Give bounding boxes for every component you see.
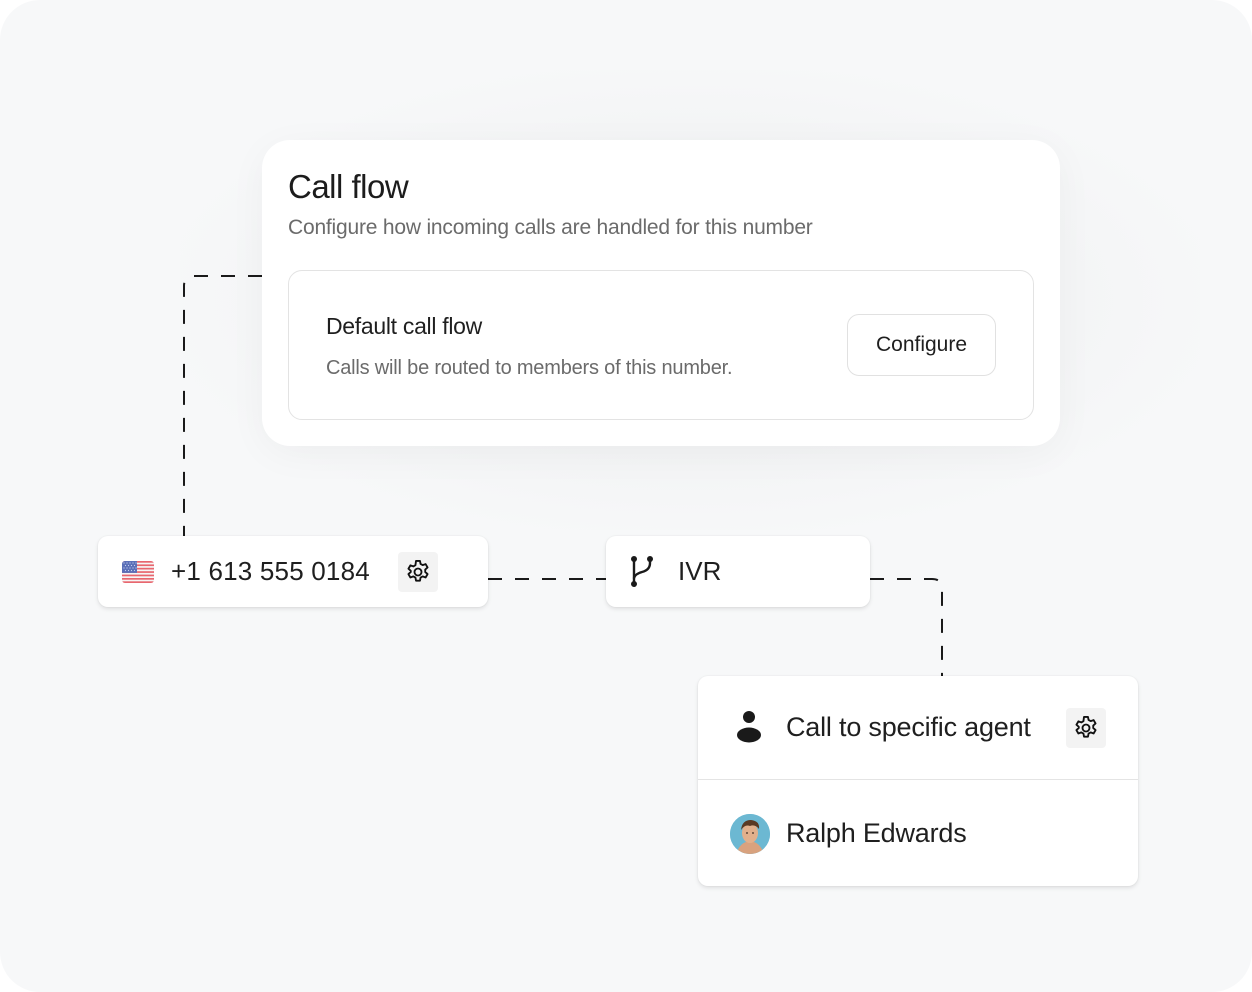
person-icon [736, 710, 762, 744]
us-flag-icon [122, 561, 154, 583]
avatar [730, 814, 770, 854]
call-flow-title: Call flow [288, 168, 409, 205]
ivr-label: IVR [678, 556, 722, 586]
default-call-flow-panel: Default call flow Calls will be routed t… [288, 270, 1034, 420]
configure-button[interactable]: Configure [847, 314, 996, 376]
branch-icon [628, 554, 658, 590]
ivr-node[interactable]: IVR [606, 536, 870, 607]
phone-settings-button[interactable] [398, 552, 438, 592]
phone-number: +1 613 555 0184 [171, 556, 370, 586]
call-flow-subtitle: Configure how incoming calls are handled… [288, 216, 813, 239]
gear-icon [407, 559, 429, 582]
agent-settings-button[interactable] [1066, 708, 1106, 748]
agent-member-name: Ralph Edwards [786, 818, 967, 848]
default-call-flow-description: Calls will be routed to members of this … [326, 357, 733, 379]
agent-node-title: Call to specific agent [786, 712, 1031, 742]
default-call-flow-title: Default call flow [326, 313, 482, 339]
agent-node[interactable]: Call to specific agent Ralph Edw [698, 676, 1138, 886]
agent-node-header: Call to specific agent [698, 676, 1138, 780]
agent-member-row[interactable]: Ralph Edwards [698, 781, 1138, 886]
call-flow-card: Call flow Configure how incoming calls a… [262, 140, 1060, 446]
phone-number-node[interactable]: +1 613 555 0184 [98, 536, 488, 607]
connector-ivr-to-agent [870, 578, 943, 676]
gear-icon [1075, 715, 1097, 738]
